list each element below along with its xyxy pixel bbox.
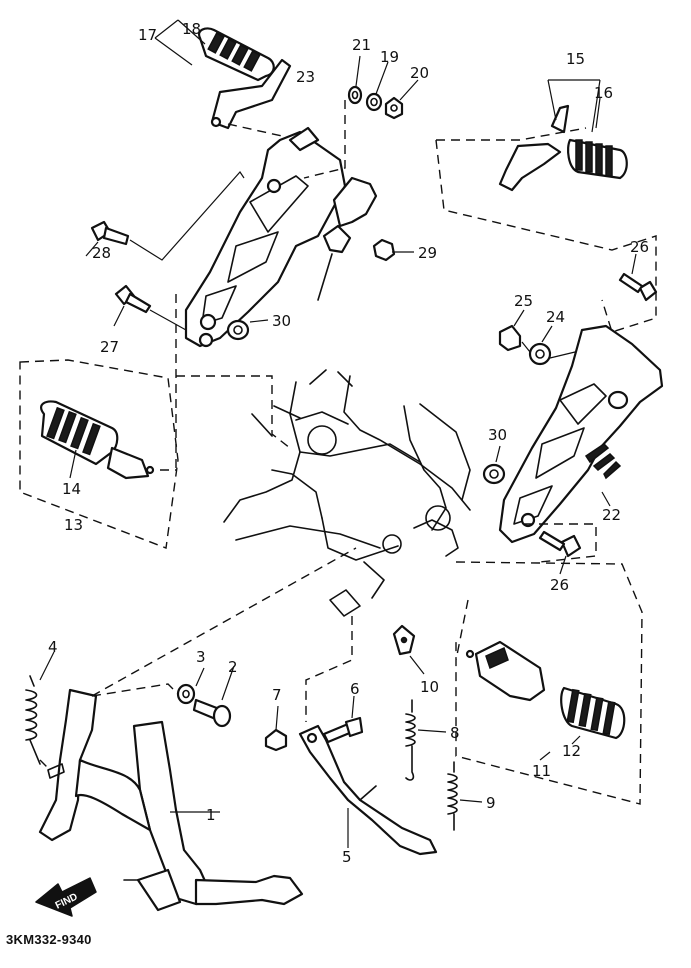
nut-7	[264, 728, 288, 752]
find-arrow-icon: FIND	[35, 877, 97, 917]
callout-13: 13	[64, 516, 83, 534]
callout-29: 29	[418, 244, 437, 262]
stopper-10	[392, 624, 416, 656]
callout-27: 27	[100, 338, 119, 356]
collar-30-left	[226, 319, 250, 341]
nut-19	[365, 92, 383, 112]
passenger-footrest-right	[465, 640, 626, 740]
callout-5: 5	[342, 848, 352, 866]
callout-25: 25	[514, 292, 533, 310]
callout-30-upper: 30	[272, 312, 291, 330]
collar-30-right	[482, 463, 506, 485]
bolt-27	[114, 284, 152, 314]
callout-14: 14	[62, 480, 81, 498]
washer-3	[176, 683, 196, 705]
sidestand-switch	[317, 176, 378, 301]
nut-29	[372, 238, 396, 262]
callout-30-lower: 30	[488, 426, 507, 444]
diagram-code: 3KM332-9340	[6, 932, 92, 947]
callout-3: 3	[196, 648, 206, 666]
callout-17: 17	[138, 26, 157, 44]
callout-8: 8	[450, 724, 460, 742]
callout-2: 2	[228, 658, 238, 676]
callout-22: 22	[602, 506, 621, 524]
callout-10: 10	[420, 678, 439, 696]
bolt-26-upper	[618, 272, 658, 302]
callout-28: 28	[92, 244, 111, 262]
callout-9: 9	[486, 794, 496, 812]
spring-4	[25, 675, 41, 765]
callout-24: 24	[546, 308, 565, 326]
bolt-6	[322, 716, 364, 744]
callout-7: 7	[272, 686, 282, 704]
washer-21	[347, 85, 363, 105]
callout-1: 1	[206, 806, 216, 824]
callout-6: 6	[350, 680, 360, 698]
collar-25	[498, 324, 522, 352]
bolt-2	[192, 698, 232, 728]
side-stand	[298, 724, 438, 856]
main-stand	[38, 688, 304, 912]
rider-footrest-left	[198, 27, 292, 130]
callout-19: 19	[380, 48, 399, 66]
passenger-footrest-left	[40, 400, 155, 480]
callout-12: 12	[562, 742, 581, 760]
callout-23: 23	[296, 68, 315, 86]
callout-20: 20	[410, 64, 429, 82]
bolt-26-lower	[538, 530, 582, 558]
spring-8	[405, 699, 416, 781]
bolt-28	[90, 220, 130, 246]
left-footrest-bracket	[184, 126, 347, 348]
callout-4: 4	[48, 638, 58, 656]
spring-9	[447, 761, 458, 831]
right-footrest-bracket	[498, 324, 664, 544]
callout-26-upper: 26	[630, 238, 649, 256]
callout-15: 15	[566, 50, 585, 68]
callout-labels: 1 2 3 4 5 6 7 8 9 10 11 12 13 14 15 16 1…	[48, 20, 649, 866]
callout-11: 11	[532, 762, 551, 780]
callout-21: 21	[352, 36, 371, 54]
callout-26-lower: 26	[550, 576, 569, 594]
frame-outline	[223, 369, 471, 617]
bushing-24	[528, 342, 552, 366]
rider-footrest-right	[498, 104, 628, 192]
callout-18: 18	[182, 20, 201, 38]
nut-20	[384, 96, 404, 120]
callout-16: 16	[594, 84, 613, 102]
